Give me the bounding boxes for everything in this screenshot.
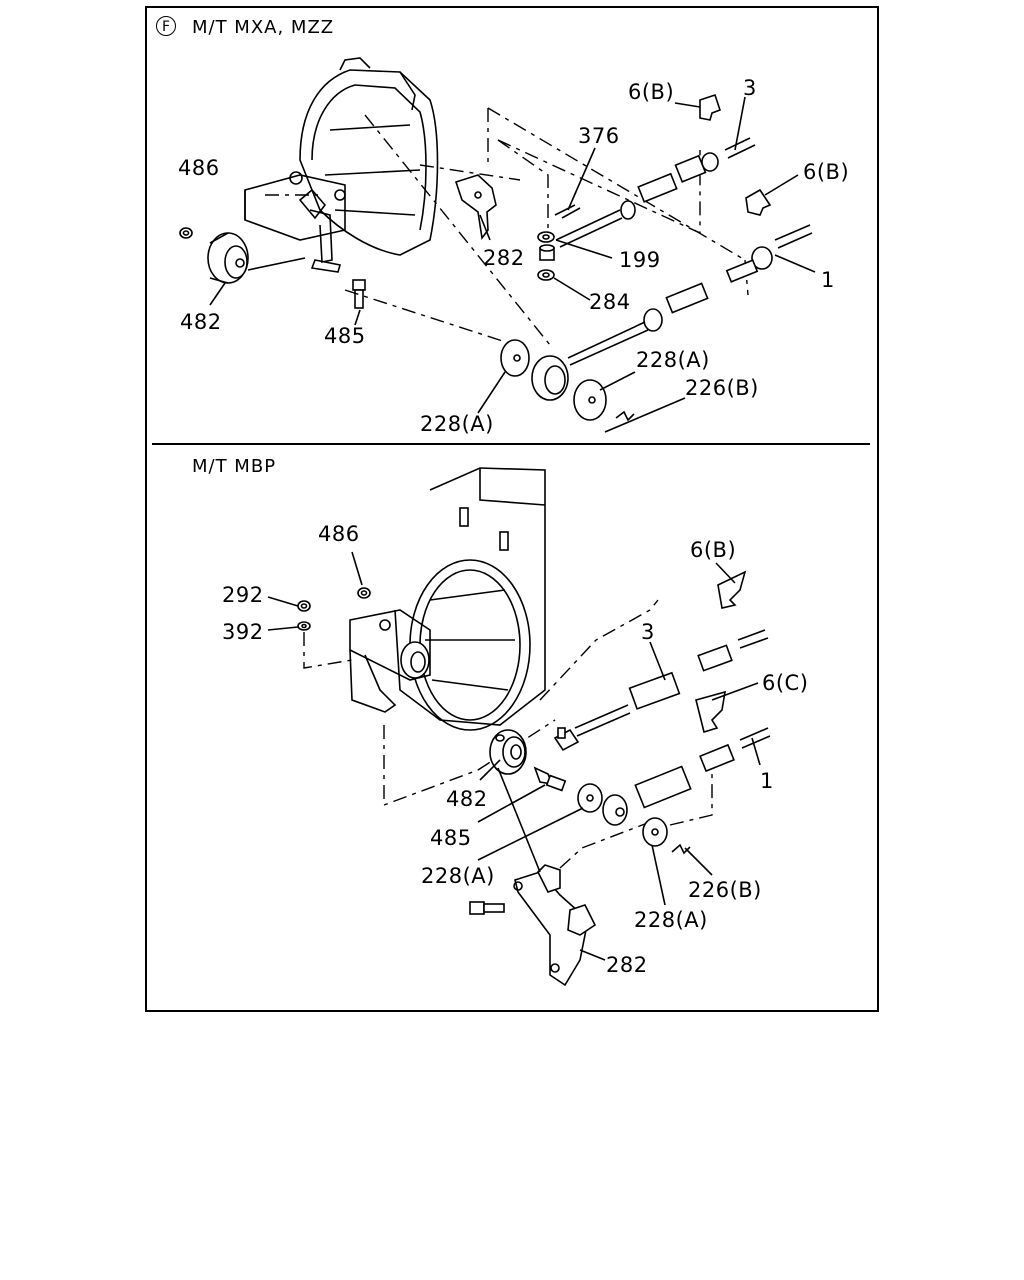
bottom-cable-3 bbox=[553, 629, 769, 752]
top-label-376: 376 bbox=[578, 124, 620, 148]
top-label-199: 199 bbox=[619, 248, 661, 272]
bottom-label-485: 485 bbox=[430, 826, 472, 850]
bottom-label-392: 392 bbox=[222, 620, 264, 644]
top-part-486 bbox=[179, 227, 193, 239]
top-label-6b-right: 6(B) bbox=[803, 160, 850, 184]
bottom-part-228a-discs bbox=[577, 783, 668, 847]
bottom-label-3: 3 bbox=[641, 620, 655, 644]
top-label-228a-bottom: 228(A) bbox=[420, 412, 494, 436]
bottom-label-292: 292 bbox=[222, 583, 264, 607]
bottom-part-226b bbox=[671, 843, 691, 855]
top-part-226b bbox=[615, 410, 635, 422]
bottom-label-482: 482 bbox=[446, 787, 488, 811]
top-label-6b-upper: 6(B) bbox=[628, 80, 675, 104]
bottom-label-6b: 6(B) bbox=[690, 538, 737, 562]
top-label-486: 486 bbox=[178, 156, 220, 180]
bottom-part-482 bbox=[489, 729, 527, 775]
top-label-485: 485 bbox=[324, 324, 366, 348]
top-label-226b: 226(B) bbox=[685, 376, 759, 400]
top-section-title: M/T MXA, MZZ bbox=[192, 17, 335, 38]
top-label-1: 1 bbox=[821, 268, 835, 292]
top-label-482: 482 bbox=[180, 310, 222, 334]
top-bellhousing bbox=[244, 57, 439, 273]
bottom-label-228a-left: 228(A) bbox=[421, 864, 495, 888]
bottom-section-title: M/T MBP bbox=[192, 456, 277, 477]
top-leader-lines bbox=[209, 96, 816, 433]
bottom-bellhousing bbox=[349, 467, 546, 731]
bottom-label-486: 486 bbox=[318, 522, 360, 546]
top-part-482 bbox=[207, 232, 306, 284]
bottom-label-228a-right: 228(A) bbox=[634, 908, 708, 932]
top-cable-1 bbox=[567, 224, 813, 366]
top-part-282 bbox=[454, 174, 497, 241]
bottom-leader-lines bbox=[267, 551, 761, 961]
bottom-label-6c: 6(C) bbox=[762, 671, 809, 695]
top-label-284: 284 bbox=[589, 290, 631, 314]
bottom-label-226b: 226(B) bbox=[688, 878, 762, 902]
top-label-228a-right: 228(A) bbox=[636, 348, 710, 372]
top-label-3: 3 bbox=[743, 76, 757, 100]
section-divider bbox=[152, 443, 870, 445]
top-label-282: 282 bbox=[483, 246, 525, 270]
top-cable-3 bbox=[555, 137, 756, 248]
diagram-frame bbox=[145, 6, 879, 1012]
top-part-485 bbox=[352, 279, 366, 309]
top-part-228a-discs bbox=[500, 339, 607, 421]
bottom-label-282: 282 bbox=[606, 953, 648, 977]
top-dash-lines bbox=[265, 107, 749, 346]
section-marker-f: F bbox=[156, 16, 176, 36]
bottom-part-485 bbox=[533, 766, 567, 792]
bottom-cable-1 bbox=[602, 727, 771, 826]
bottom-part-282 bbox=[469, 864, 597, 987]
bottom-clips-6 bbox=[695, 570, 747, 734]
bottom-label-1: 1 bbox=[760, 769, 774, 793]
top-clips-6b bbox=[699, 93, 772, 216]
bottom-small-parts-left bbox=[297, 587, 371, 631]
top-small-parts bbox=[537, 204, 581, 281]
bottom-dash-lines bbox=[303, 599, 713, 869]
